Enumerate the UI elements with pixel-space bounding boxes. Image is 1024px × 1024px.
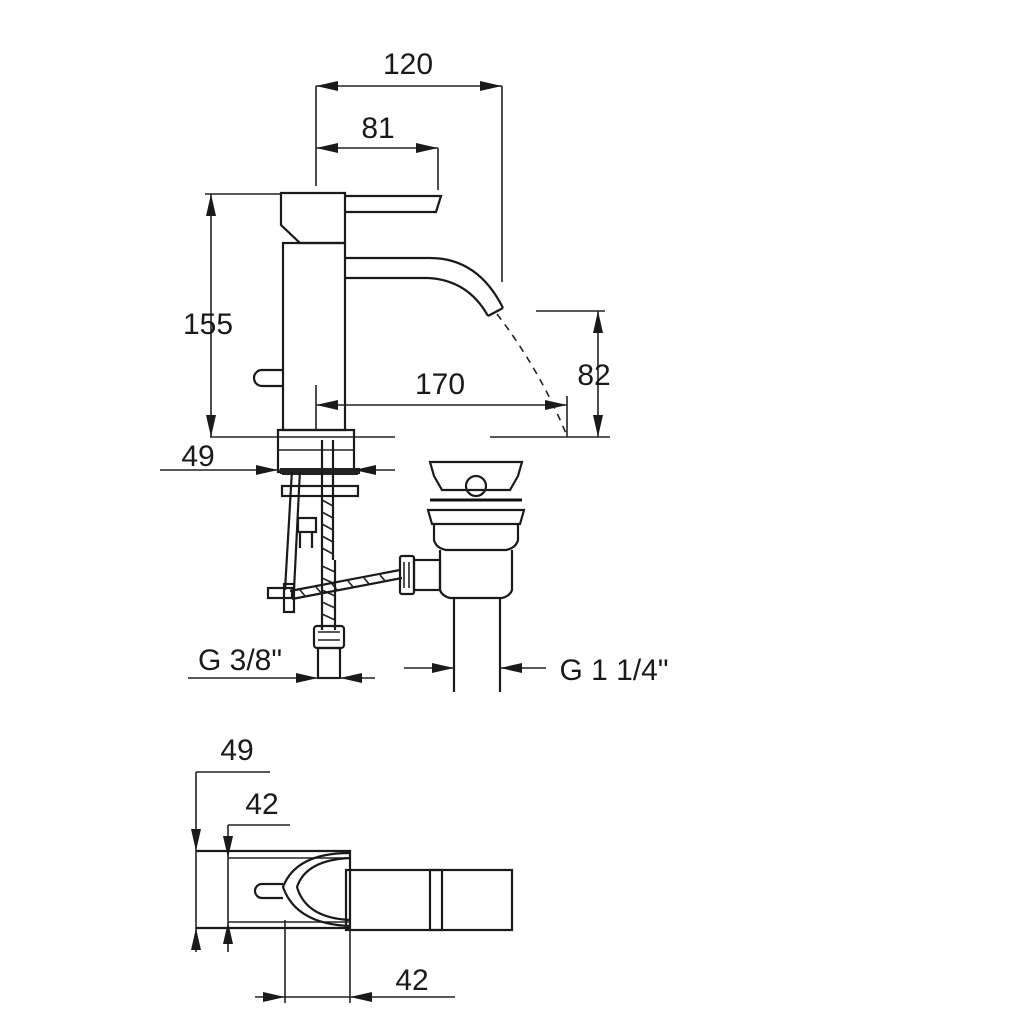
inlet-thread-label: G 3/8" xyxy=(198,644,282,677)
dimension-49-plan-label: 49 xyxy=(220,734,253,767)
mixer-body xyxy=(210,191,610,474)
dimension-82-label: 82 xyxy=(577,359,610,392)
dimension-170: 170 xyxy=(315,368,568,437)
dimension-42-plan-lever-label: 42 xyxy=(395,964,428,997)
dimension-81-label: 81 xyxy=(361,112,394,145)
dimension-42-plan-body-label: 42 xyxy=(245,788,278,821)
side-elevation: 120 81 155 82 xyxy=(160,48,669,692)
dimension-120: 120 xyxy=(315,48,503,282)
dimension-49-side: 49 xyxy=(160,440,395,475)
under-counter-assembly xyxy=(266,440,403,680)
dimension-49-plan: 49 xyxy=(191,734,270,952)
dimension-42-plan-lever: 42 xyxy=(255,920,455,1003)
dimension-155: 155 xyxy=(183,193,282,437)
dimension-155-label: 155 xyxy=(183,308,233,341)
dimension-49-side-label: 49 xyxy=(181,440,214,473)
dimension-170-label: 170 xyxy=(415,368,465,401)
dimension-42-plan-body: 42 xyxy=(223,788,290,952)
dimension-81: 81 xyxy=(316,112,439,190)
dimension-inlet-thread: G 3/8" xyxy=(188,644,375,683)
plan-view: 49 42 42 xyxy=(191,734,514,1003)
dimension-82: 82 xyxy=(536,310,611,437)
drain-thread-label: G 1 1/4" xyxy=(559,654,668,687)
popup-drain xyxy=(398,460,526,692)
dimension-120-label: 120 xyxy=(383,48,433,81)
dimension-drain-thread: G 1 1/4" xyxy=(404,654,669,687)
